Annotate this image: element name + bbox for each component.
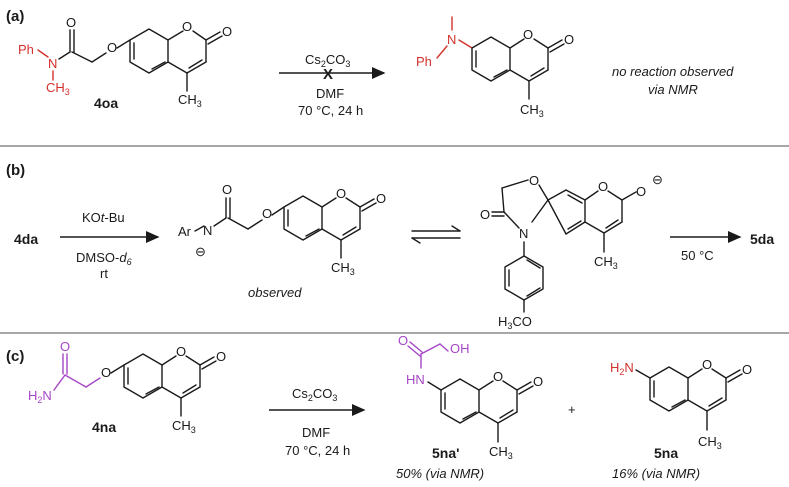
- panel-c: (c) O H2N O O O CH3: [6, 333, 752, 481]
- atom-ch3: CH3: [331, 260, 355, 277]
- anion-intermediate: Ar N ⊖ O O O O CH3: [178, 182, 386, 277]
- atom-n: N: [447, 32, 456, 47]
- atom-o: O: [598, 179, 608, 194]
- atom-n: N: [519, 226, 528, 241]
- atom-oh: OH: [450, 341, 470, 356]
- compound-5na-prime: O OH HN O O CH3: [398, 333, 543, 461]
- atom-ch3: CH3: [172, 418, 196, 435]
- panel-b-tag: (b): [6, 162, 25, 179]
- panel-c-tag: (c): [6, 348, 24, 365]
- panel-a: (a) Ph N CH3 O O O O: [6, 8, 734, 119]
- atom-ch3: CH3: [178, 92, 202, 109]
- condition-solvent-c: DMF: [302, 425, 330, 440]
- compound-4na: O H2N O O O CH3: [28, 339, 226, 435]
- label-5na: 5na: [654, 445, 678, 461]
- atom-o: O: [480, 207, 490, 222]
- atom-h2n: H2N: [610, 360, 634, 377]
- atom-ch3: CH3: [520, 102, 544, 119]
- label-4da: 4da: [14, 231, 38, 247]
- minus-charge-icon: ⊖: [195, 244, 206, 259]
- atom-h2n: H2N: [28, 388, 52, 405]
- atom-o: O: [636, 184, 646, 199]
- condition-solvent-a: DMF: [316, 86, 344, 101]
- atom-o: O: [533, 374, 543, 389]
- atom-ch3: CH3: [594, 254, 618, 271]
- expected-product-a: N Ph O O CH3: [416, 16, 574, 119]
- condition-solvent-b: DMSO-d6: [76, 250, 132, 267]
- yield-5na-prime: 50% (via NMR): [396, 466, 484, 481]
- atom-ch3: CH3: [46, 80, 70, 97]
- condition-temp-b: rt: [100, 266, 108, 281]
- compound-5na: H2N O O CH3: [610, 357, 752, 451]
- label-5da: 5da: [750, 231, 774, 247]
- label-4na: 4na: [92, 419, 116, 435]
- condition-50c: 50 °C: [681, 248, 714, 263]
- atom-hn: HN: [406, 372, 425, 387]
- atom-n: N: [203, 223, 212, 238]
- atom-o: O: [376, 191, 386, 206]
- atom-o: O: [523, 27, 533, 42]
- spiro-intermediate: O N O H3CO O: [480, 172, 663, 331]
- panel-a-tag: (a): [6, 8, 24, 25]
- label-methoxy: H3CO: [498, 314, 532, 331]
- atom-o: O: [66, 15, 76, 30]
- atom-ph: Ph: [416, 54, 432, 69]
- atom-o: O: [398, 333, 408, 348]
- note-observed: observed: [248, 285, 302, 300]
- atom-o: O: [222, 24, 232, 39]
- atom-o: O: [60, 339, 70, 354]
- atom-o: O: [742, 362, 752, 377]
- atom-o: O: [262, 206, 272, 221]
- panel-b: (b) 4da KOt-Bu DMSO-d6 rt Ar N ⊖ O O O: [6, 162, 774, 331]
- condition-temp-c: 70 °C, 24 h: [285, 443, 350, 458]
- atom-ch3: CH3: [698, 434, 722, 451]
- atom-o: O: [182, 19, 192, 34]
- reagent-cs2co3-a: Cs2CO3: [305, 52, 350, 69]
- reagent-cs2co3-c: Cs2CO3: [292, 386, 337, 403]
- atom-n: N: [48, 56, 57, 71]
- atom-o: O: [107, 40, 117, 55]
- atom-ph: Ph: [18, 42, 34, 57]
- condition-temp-a: 70 °C, 24 h: [298, 103, 363, 118]
- no-reaction-cross-icon: X: [323, 66, 333, 83]
- reagent-kotbu: KOt-Bu: [82, 210, 125, 225]
- outcome-line-2: via NMR: [648, 82, 698, 97]
- atom-ar: Ar: [178, 224, 192, 239]
- compound-4oa: Ph N CH3 O O O O: [18, 15, 232, 109]
- atom-o: O: [564, 32, 574, 47]
- plus-sign: +: [568, 402, 576, 417]
- atom-o: O: [336, 186, 346, 201]
- atom-o: O: [216, 349, 226, 364]
- atom-o: O: [176, 344, 186, 359]
- minus-charge-icon: ⊖: [652, 172, 663, 187]
- atom-o: O: [702, 357, 712, 372]
- atom-o: O: [101, 365, 111, 380]
- atom-o: O: [222, 182, 232, 197]
- label-5na-prime: 5na': [432, 445, 459, 461]
- label-4oa: 4oa: [94, 95, 118, 111]
- equilibrium-arrows: [411, 225, 461, 244]
- atom-o: O: [493, 369, 503, 384]
- atom-ch3: CH3: [489, 444, 513, 461]
- outcome-line-1: no reaction observed: [612, 64, 734, 79]
- atom-o: O: [529, 173, 539, 188]
- yield-5na: 16% (via NMR): [612, 466, 700, 481]
